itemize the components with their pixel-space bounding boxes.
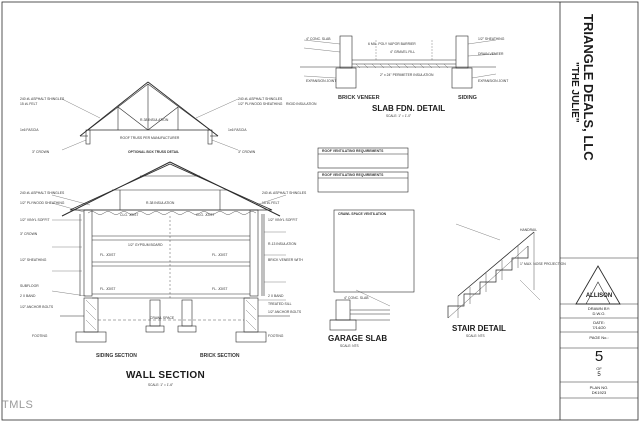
label-felt-d: 15 #L FELT <box>262 201 280 205</box>
label-nose: 1" MAX. NOSE PROJECTION <box>520 262 566 266</box>
wall-section-scale: SCALE: 1" = 1'-6" <box>148 383 174 387</box>
date-value: 7/14/20 <box>592 325 606 330</box>
label-sheathing-slab: 1/2" SHEATHING <box>478 37 505 41</box>
roof-vent-heading-2: ROOF VENTILATING REQUIREMENTS <box>322 173 384 177</box>
label-crown-a: 3" CROWN <box>32 150 50 154</box>
label-shingles-b: 240 #L ASPHALT SHINGLES <box>238 97 283 101</box>
label-crown-c: 3" CROWN <box>20 232 38 236</box>
label-shingles-a: 240 #L ASPHALT SHINGLES <box>20 97 65 101</box>
label-shingles-c: 240 #L ASPHALT SHINGLES <box>20 191 65 195</box>
slab-fdn-title: SLAB FDN. DETAIL <box>372 104 446 113</box>
company-name: TRIANGLE DEALS, LLC <box>581 14 596 161</box>
label-fascia-b: 1x6 FASCIA <box>228 128 247 132</box>
of-label: OF <box>596 366 602 371</box>
page-no: 5 <box>594 348 604 365</box>
drawn-by-label: DRAWN BY: <box>587 306 611 311</box>
siding-section-label: SIDING SECTION <box>96 353 137 359</box>
label-expansion-a: EXPANSION JOINT <box>306 79 337 83</box>
label-r38-c: R-38 INSULATION <box>146 201 175 205</box>
label-fl-joist-b: FL. JOIST <box>212 253 228 257</box>
plan-name: "THE JULIE" <box>569 62 580 123</box>
label-shingles-d: 240 #L ASPHALT SHINGLES <box>262 191 307 195</box>
label-ceil-joist-b: CLG. JOIST <box>196 213 215 217</box>
brick-section-label: BRICK SECTION <box>200 353 240 359</box>
label-fl-joist-a: FL. JOIST <box>100 253 116 257</box>
logo-text: ALLISON <box>585 293 613 299</box>
label-soffit-b: 1/2" VINYL SOFFIT <box>268 218 298 222</box>
label-drain: DRAIN VENEER <box>478 52 504 56</box>
label-perimeter: 2" x 24" PERIMETER INSULATION <box>380 73 434 77</box>
label-anchor-b: 1/2" ANCHOR BOLTS <box>268 310 302 314</box>
label-brick-veneer: BRICK VENEER WITH <box>268 258 303 262</box>
label-expansion-b: EXPANSION JOINT <box>478 79 509 83</box>
label-vapor: 6 MIL. POLY VAPOR BARRIER <box>368 42 416 46</box>
siding-label: SIDING <box>458 95 477 101</box>
label-gypsum: 1/2" GYPSUM BOARD <box>128 243 163 247</box>
label-rigid: RIGID INSULATION <box>286 102 317 106</box>
label-crawl: CRAWL SPACE <box>150 316 175 320</box>
plan-no: DK1923 <box>591 390 607 395</box>
label-subfloor: SUBFLOOR <box>20 284 39 288</box>
label-anchor-a: 1/2" ANCHOR BOLTS <box>20 305 54 309</box>
brick-veneer-label: BRICK VENEER <box>338 95 380 101</box>
label-sheathing-a: 1/2" SHEATHING <box>20 258 47 262</box>
stair-detail-scale: SCALE: NTS <box>466 334 485 338</box>
label-ceil-joist-a: CLG. JOIST <box>120 213 139 217</box>
crawl-vent-heading: CRAWL SPACE VENTILATION <box>338 212 387 216</box>
label-roof-truss: ROOF TRUSS PER MANUFACTURER <box>120 136 180 140</box>
slab-fdn-scale: SCALE: 1" = 1'-0" <box>386 114 412 118</box>
roof-vent-heading-1: ROOF VENTILATING REQUIREMENTS <box>322 149 384 153</box>
garage-slab-title: GARAGE SLAB <box>328 334 388 343</box>
label-r38-a: R-38 INSULATION <box>140 118 169 122</box>
stair-detail-title: STAIR DETAIL <box>452 324 506 333</box>
optional-truss-label: OPTIONAL BOX TRUSS DETAIL <box>128 150 180 154</box>
label-plywood-c: 1/2" PLYWOOD SHEATHING <box>20 201 65 205</box>
plan-no-label: PLAN NO. <box>589 385 609 390</box>
page-no-label: PAGE No.: <box>589 335 609 340</box>
watermark: TMLS <box>2 399 34 411</box>
label-footing-a: FOOTING <box>32 334 48 338</box>
label-fascia-a: 1x6 FASCIA <box>20 128 39 132</box>
label-plywood-b: 1/2" PLYWOOD SHEATHING <box>238 102 283 106</box>
label-band-b: 2 X BAND <box>268 294 284 298</box>
wall-section-title: WALL SECTION <box>126 370 205 381</box>
label-sill: TREATED SILL <box>268 302 292 306</box>
label-gravel: 4" GRAVEL FILL <box>390 50 416 54</box>
label-footing-b: FOOTING <box>268 334 284 338</box>
total-pages: 5 <box>597 372 601 378</box>
label-fl-joist-c: FL. JOIST <box>100 287 116 291</box>
label-fl-joist-d: FL. JOIST <box>212 287 228 291</box>
label-conc-slab-garage: 4" CONC. SLAB <box>344 296 369 300</box>
label-band-a: 2 X BAND <box>20 294 36 298</box>
label-conc-slab: 4" CONC. SLAB <box>306 37 331 41</box>
label-soffit-a: 1/2" VINYL SOFFIT <box>20 218 50 222</box>
label-felt-a: 15 #L FELT <box>20 102 38 106</box>
garage-slab-scale: SCALE: NTS <box>340 344 359 348</box>
label-r13-a: R-13 INSULATION <box>268 242 297 246</box>
drawn-by: D.W.O. <box>592 311 606 316</box>
date-label: DATE: <box>593 320 605 325</box>
label-crown-b: 3" CROWN <box>238 150 256 154</box>
label-handrail: HANDRAIL <box>520 228 538 232</box>
